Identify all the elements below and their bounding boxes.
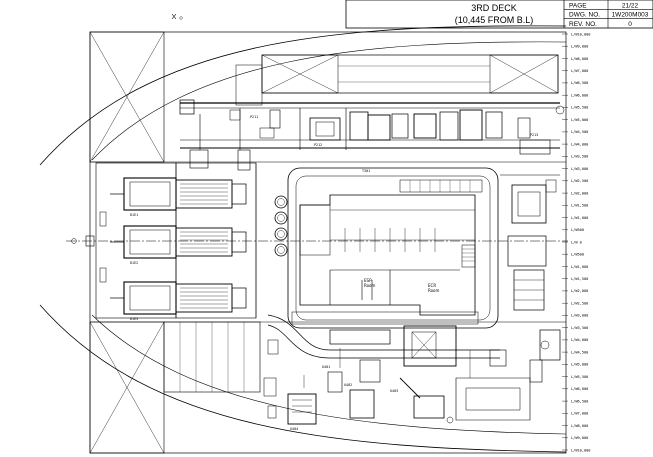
frame-label: L/W8,000 <box>571 424 588 428</box>
rev-no-value: 0 <box>628 21 632 28</box>
top-aux-row <box>179 99 565 155</box>
frame-label: L/W6,000 <box>571 387 588 391</box>
engine-1 <box>110 177 247 211</box>
centerline <box>66 238 568 244</box>
frame-label: L/W4,500 <box>571 350 588 354</box>
engine-1-tag: D1E1 <box>130 213 138 217</box>
room-a-label: ESP <box>364 278 372 283</box>
lower-machinery <box>163 314 550 425</box>
frame-label: L/W500 <box>571 253 584 257</box>
frame-label: L/W6,500 <box>571 399 588 403</box>
equipment-tags: P211 P212 P213 T301 U401 U402 U403 U404 <box>250 115 538 431</box>
unit-4-tag: U404 <box>290 427 298 431</box>
frame-label: L/W5,000 <box>571 118 588 122</box>
frame-label: L/W5,500 <box>571 375 588 379</box>
frame-label: L/W6,500 <box>571 81 588 85</box>
frame-label: L/W1,000 <box>571 216 588 220</box>
frame-label: L/W1,500 <box>571 277 588 281</box>
dwg-no-value: 1W200M003 <box>612 12 649 19</box>
room-b-label: ECR <box>428 283 436 288</box>
frame-label: L/W 0 <box>571 240 582 244</box>
room-b-sublabel: Room <box>428 288 439 293</box>
north-marker <box>171 13 183 20</box>
frame-label: L/W1,500 <box>571 204 588 208</box>
frame-label: L/W9,000 <box>571 45 588 49</box>
frame-label: L/W6,000 <box>571 94 588 98</box>
frame-label: L/W8,000 <box>571 57 588 61</box>
frame-label: L/W9,000 <box>571 436 588 440</box>
drawing-title-line1: 3RD DECK <box>471 3 517 13</box>
frame-label: L/W4,000 <box>571 338 588 342</box>
frame-label: L/W3,500 <box>571 155 588 159</box>
frame-label: L/W3,500 <box>571 326 588 330</box>
frame-label: L/W7,000 <box>571 69 588 73</box>
title-block: 3RD DECK (10,445 FROM B.L) PAGE 21/22 DW… <box>345 0 653 29</box>
frame-label: L/W1,000 <box>571 265 588 269</box>
frame-label-list: L/W10,000L/W9,000L/W8,000L/W7,000L/W6,50… <box>562 32 590 452</box>
engine-3 <box>110 281 247 315</box>
unit-2-tag: U402 <box>344 383 352 387</box>
frame-label: L/W5,000 <box>571 363 588 367</box>
tank-1-tag: T301 <box>362 169 370 173</box>
frame-label: L/W2,500 <box>571 302 588 306</box>
round-tanks <box>274 195 288 257</box>
frame-label: L/W2,000 <box>571 191 588 195</box>
unit-1-tag: U401 <box>322 365 330 369</box>
dwg-no-label: DWG. NO. <box>569 12 600 19</box>
pump-3-tag: P213 <box>530 133 538 137</box>
frame-label: L/W3,000 <box>571 167 588 171</box>
frame-label: L/W3,000 <box>571 314 588 318</box>
engine-2 <box>110 225 247 259</box>
engine-3-tag: D1E3 <box>130 317 138 321</box>
pump-2-tag: P212 <box>314 143 322 147</box>
frame-label: L/W4,000 <box>571 142 588 146</box>
drawing-title-line2: (10,445 FROM B.L) <box>455 15 534 25</box>
frame-label: L/W2,000 <box>571 289 588 293</box>
frame-label: L/W10,000 <box>571 32 590 36</box>
pump-1-tag: P211 <box>250 115 258 119</box>
engine-bank: D1E1 D1E2 D1E3 <box>85 149 257 321</box>
room-a-sublabel: Room <box>364 283 375 288</box>
frame-label: L/W500 <box>571 228 584 232</box>
frame-label: L/W10,000 <box>571 448 590 452</box>
frame-label: L/W5,500 <box>571 106 588 110</box>
central-casing: ESP Room ECR Room <box>287 167 499 329</box>
right-equipment <box>500 174 561 361</box>
page-value: 21/22 <box>622 2 639 9</box>
page-label: PAGE <box>569 2 587 9</box>
hull-outline <box>39 25 567 454</box>
frame-label: L/W4,500 <box>571 130 588 134</box>
rev-no-label: REV. NO. <box>569 21 597 28</box>
upper-casing <box>235 54 559 106</box>
unit-3-tag: U403 <box>390 389 398 393</box>
frame-label: L/W2,500 <box>571 179 588 183</box>
engine-2-tag: D1E2 <box>130 261 138 265</box>
frame-label: L/W7,000 <box>571 412 588 416</box>
